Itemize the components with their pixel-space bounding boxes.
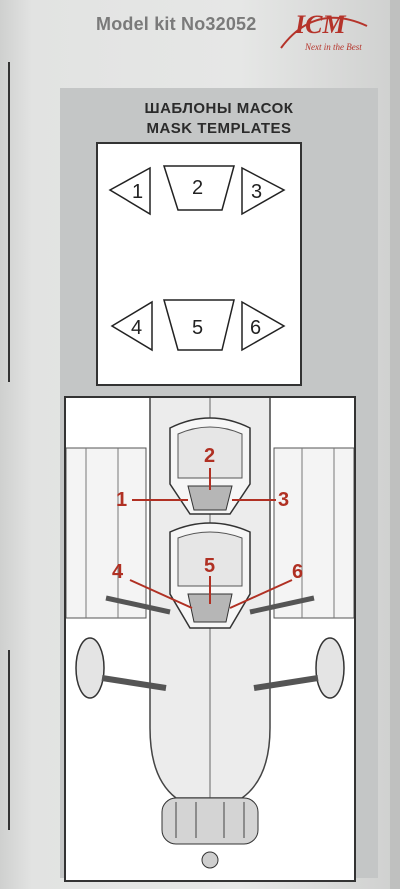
sheet-edge	[390, 0, 400, 889]
template-label-1: 1	[132, 181, 143, 203]
brand-tagline: Next in the Best	[305, 42, 362, 52]
callout-4: 4	[112, 561, 124, 583]
template-shape-2	[162, 165, 235, 211]
template-label-5: 5	[192, 317, 203, 339]
template-shape-4	[110, 300, 153, 352]
template-shape-6	[241, 300, 286, 352]
callout-6: 6	[292, 561, 303, 583]
icm-logo: ICM Next in the Best	[275, 8, 371, 60]
templates-box: 1 2 3 4 5 6	[96, 142, 302, 386]
template-shape-1	[108, 166, 151, 216]
callout-5: 5	[204, 555, 215, 577]
left-frame-bottom	[0, 650, 10, 830]
title-english: MASK TEMPLATES	[146, 120, 292, 137]
callout-2: 2	[204, 445, 215, 467]
fuselage-illustration: 2 1 3 5 4 6	[66, 398, 354, 869]
template-shape-5	[163, 299, 235, 351]
template-shape-3	[241, 166, 286, 216]
logo-arc-icon	[280, 16, 368, 49]
title-russian: ШАБЛОНЫ МАСОК	[144, 100, 294, 117]
template-label-3: 3	[251, 181, 262, 203]
template-shapes: 1 2 3 4 5 6	[108, 165, 286, 352]
template-label-6: 6	[250, 317, 261, 339]
left-frame-top	[0, 62, 10, 382]
kit-number: Model kit No32052	[96, 14, 257, 34]
callout-3: 3	[278, 489, 289, 511]
aircraft-drawing: 2 1 3 5 4 6	[64, 396, 356, 882]
mask-templates-panel: ШАБЛОНЫ МАСОК MASK TEMPLATES 1 2 3 4 5 6	[60, 88, 378, 882]
template-label-4: 4	[131, 317, 142, 339]
brand-name: ICM	[295, 10, 346, 39]
template-label-2: 2	[192, 177, 203, 199]
callout-1: 1	[116, 489, 127, 511]
